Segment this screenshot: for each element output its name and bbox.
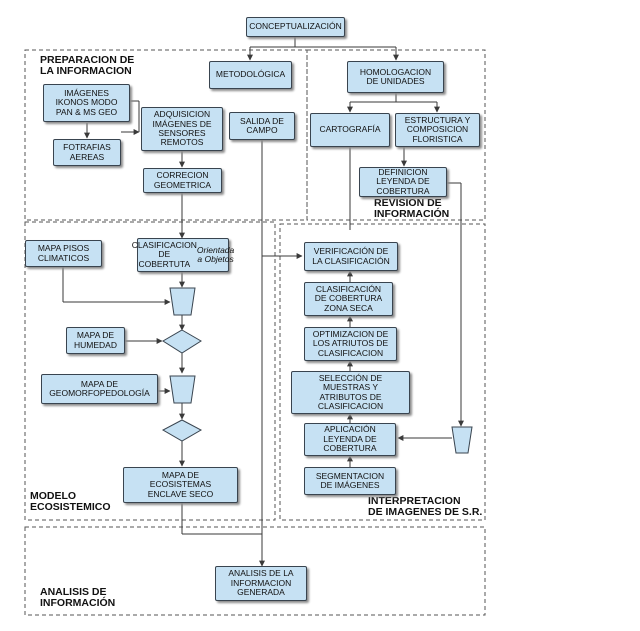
merge-trapezoid — [451, 426, 473, 454]
region-label-preparacion: PREPARACION DE LA INFORMACION — [40, 54, 135, 78]
node-estructura: ESTRUCTURA Y COMPOSICION FLORISTICA — [395, 113, 480, 147]
region-label-revision: REVISION DE INFORMACIÓN — [374, 197, 450, 221]
node-clasificacion-seca: CLASIFICACIÓN DE COBERTURA ZONA SECA — [304, 282, 393, 316]
node-mapa-ecosistemas: MAPA DE ECOSISTEMAS ENCLAVE SECO — [123, 467, 238, 503]
node-correccion: CORRECION GEOMETRICA — [143, 168, 222, 193]
node-metodologica: METODOLÓGICA — [209, 61, 292, 89]
node-mapa-pisos: MAPA PISOS CLIMATICOS — [25, 240, 102, 267]
region-label-modelo: MODELO ECOSISTEMICO — [30, 490, 111, 514]
region-border-revision — [306, 49, 486, 221]
node-analisis-info: ANALISIS DE LA INFORMACION GENERADA — [215, 566, 307, 601]
region-border-modelo — [24, 221, 276, 521]
node-segmentacion: SEGMENTACION DE IMÁGENES — [304, 467, 396, 495]
node-optimizacion: OPTIMIZACION DE LOS ATRIUTOS DE CLASIFIC… — [304, 327, 397, 361]
region-border-analisis — [24, 526, 486, 616]
node-aplicacion: APLICACIÓN LEYENDA DE COBERTURA — [304, 423, 396, 456]
node-cartografia: CARTOGRAFÍA — [310, 113, 390, 147]
region-label-interpretacion: INTERPRETACION DE IMAGENES DE S.R. — [368, 495, 483, 519]
merge-trapezoid — [169, 375, 196, 404]
node-fotografias: FOTRAFIAS AEREAS — [53, 139, 121, 166]
node-salida-campo: SALIDA DE CAMPO — [229, 112, 295, 140]
decision-diamond — [161, 419, 203, 442]
node-clasificacion-cobertura-subtitle: Orientada a Objetos — [196, 244, 235, 264]
node-definicion: DEFINICION LEYENDA DE COBERTURA — [359, 167, 447, 197]
region-border-interpretacion — [279, 223, 486, 521]
node-imagenes-ikonos: IMÁGENES IKONOS MODO PAN & MS GEO — [43, 84, 130, 122]
region-label-analisis: ANALISIS DE INFORMACIÓN — [40, 586, 116, 610]
node-mapa-geomorfo: MAPA DE GEOMORFOPEDOLOGÍA — [41, 374, 158, 404]
node-verificacion: VERIFICACIÓN DE LA CLASIFICACIÓN — [304, 242, 398, 271]
merge-trapezoid — [169, 287, 196, 316]
node-clasificacion-cobertura-label: CLASIFICACION DE COBERTUTA — [131, 239, 197, 269]
node-mapa-humedad: MAPA DE HUMEDAD — [66, 327, 125, 354]
decision-shapes — [161, 287, 473, 454]
node-clasificacion-cobertura: CLASIFICACION DE COBERTUTA Orientada a O… — [132, 238, 234, 272]
node-seleccion: SELECCIÓN DE MUESTRAS Y ATRIBUTOS DE CLA… — [291, 371, 410, 414]
region-borders — [24, 49, 486, 616]
decision-diamond — [162, 329, 202, 354]
node-homologacion: HOMOLOGACION DE UNIDADES — [347, 61, 444, 93]
node-adquisicion: ADQUISICION IMÁGENES DE SENSORES REMOTOS — [141, 107, 223, 151]
connectors — [62, 37, 464, 567]
node-conceptualizacion: CONCEPTUALIZACIÓN — [246, 17, 345, 37]
